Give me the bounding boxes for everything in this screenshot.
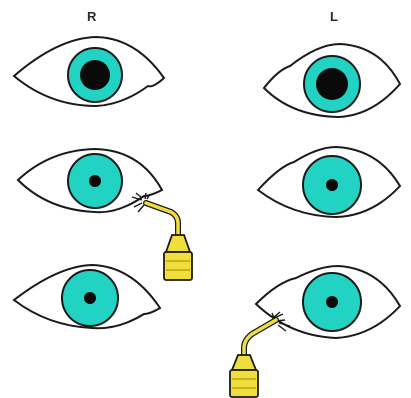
pupil-dilated (316, 68, 348, 100)
pupil-dilated (80, 60, 110, 90)
pupil-constricted (326, 296, 338, 308)
probe-handle (164, 252, 192, 280)
eye-right-row2 (18, 149, 162, 212)
light-probe-left (230, 312, 290, 397)
eye-right-row3 (14, 265, 160, 328)
eye-right-row1 (14, 37, 164, 106)
light-probe-right (132, 193, 192, 280)
eye-left-row1 (264, 44, 400, 117)
pupil-constricted (89, 175, 101, 187)
eye-left-row3 (256, 266, 400, 338)
pupil-constricted (84, 292, 96, 304)
pupil-constricted (326, 179, 338, 191)
eye-left-row2 (258, 147, 400, 217)
probe-handle (230, 370, 258, 397)
